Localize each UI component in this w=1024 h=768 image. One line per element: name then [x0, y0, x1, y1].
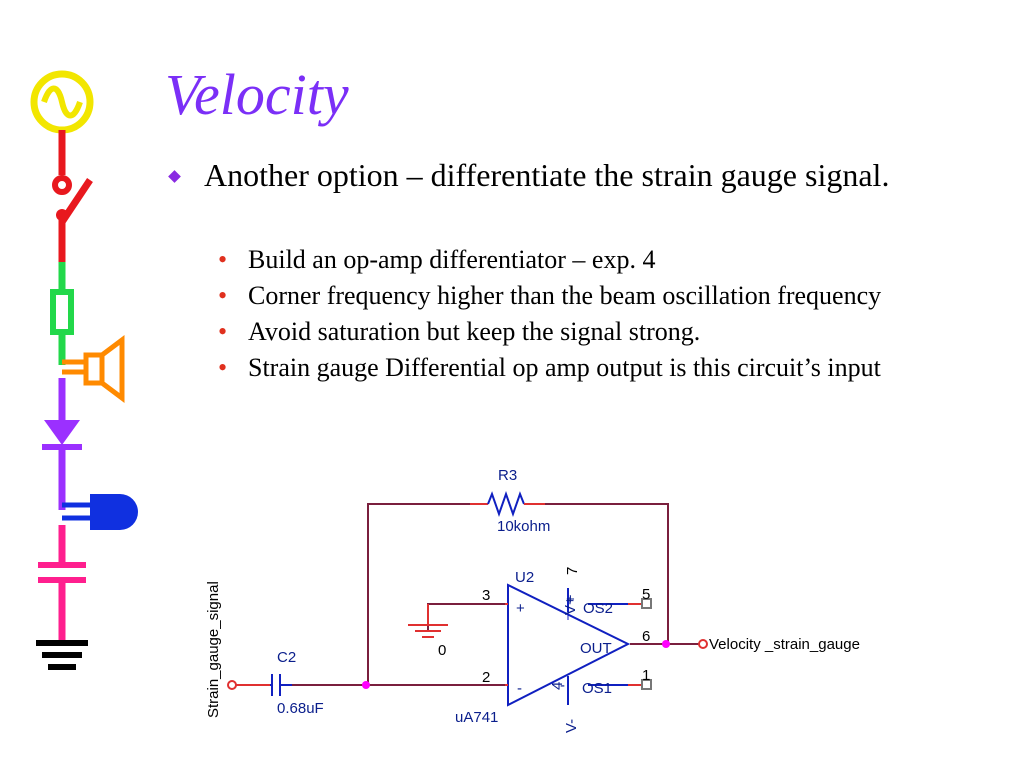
list-item: • Corner frequency higher than the beam … [218, 281, 882, 310]
bullet-dot-icon: • [218, 281, 228, 310]
c2-name: C2 [277, 649, 296, 666]
op-amp-u2 [505, 583, 652, 707]
main-bullet: Another option – differentiate the strai… [168, 157, 970, 193]
output-terminal [698, 639, 708, 649]
os1-label: OS1 [582, 680, 612, 697]
switch-icon [52, 130, 93, 262]
bullet-dot-icon: • [218, 245, 228, 274]
list-item: • Strain gauge Differential op amp outpu… [218, 353, 881, 382]
list-item: • Build an op-amp differentiator – exp. … [218, 245, 656, 274]
c2-value: 0.68uF [277, 700, 324, 717]
u2-part: uA741 [455, 709, 498, 726]
pin-4-label: 4 [549, 682, 566, 690]
vplus-label: V+ [562, 596, 579, 615]
pin-7-label: 7 [564, 567, 581, 575]
pin-5-label: 5 [642, 586, 650, 603]
inverting-sign: - [517, 680, 522, 697]
decorative-symbol-rail [30, 70, 138, 670]
pin-2-label: 2 [482, 669, 490, 686]
slide-title: Velocity [165, 62, 349, 127]
ground-icon [36, 640, 88, 670]
resistor-r3 [470, 490, 545, 518]
list-item: • Avoid saturation but keep the signal s… [218, 317, 701, 346]
r3-name: R3 [498, 467, 517, 484]
capacitor-icon [38, 525, 86, 640]
output-net-label: Velocity _strain_gauge [709, 636, 860, 653]
feedback-wire [290, 503, 700, 686]
ground-symbol [408, 604, 448, 638]
sub-bullet-list: • Build an op-amp differentiator – exp. … [218, 246, 1008, 390]
bullet-dot-icon: • [218, 317, 228, 346]
pin-3-label: 3 [482, 587, 490, 604]
out-label: OUT [580, 640, 612, 657]
speaker-icon [62, 335, 125, 403]
ground-label: 0 [438, 642, 446, 659]
input-net-label: Strain_gauge_signal [205, 581, 222, 718]
r3-value: 10kohm [497, 518, 550, 535]
os2-label: OS2 [583, 600, 613, 617]
junction-dot [362, 681, 370, 689]
pin-6-label: 6 [642, 628, 650, 645]
noninverting-sign: + [516, 600, 525, 617]
diode-icon [42, 378, 82, 510]
pin-1-label: 1 [642, 667, 650, 684]
relay-icon [62, 494, 138, 530]
bullet-dot-icon: • [218, 353, 228, 382]
vplus-sign: + [566, 591, 575, 608]
vminus-label: V- [563, 719, 580, 733]
vminus-sign: - [560, 677, 565, 694]
capacitor-c2 [227, 674, 292, 696]
junction-dot [662, 640, 670, 648]
main-bullet-text: Another option – differentiate the strai… [204, 157, 890, 193]
u2-name: U2 [515, 569, 534, 586]
